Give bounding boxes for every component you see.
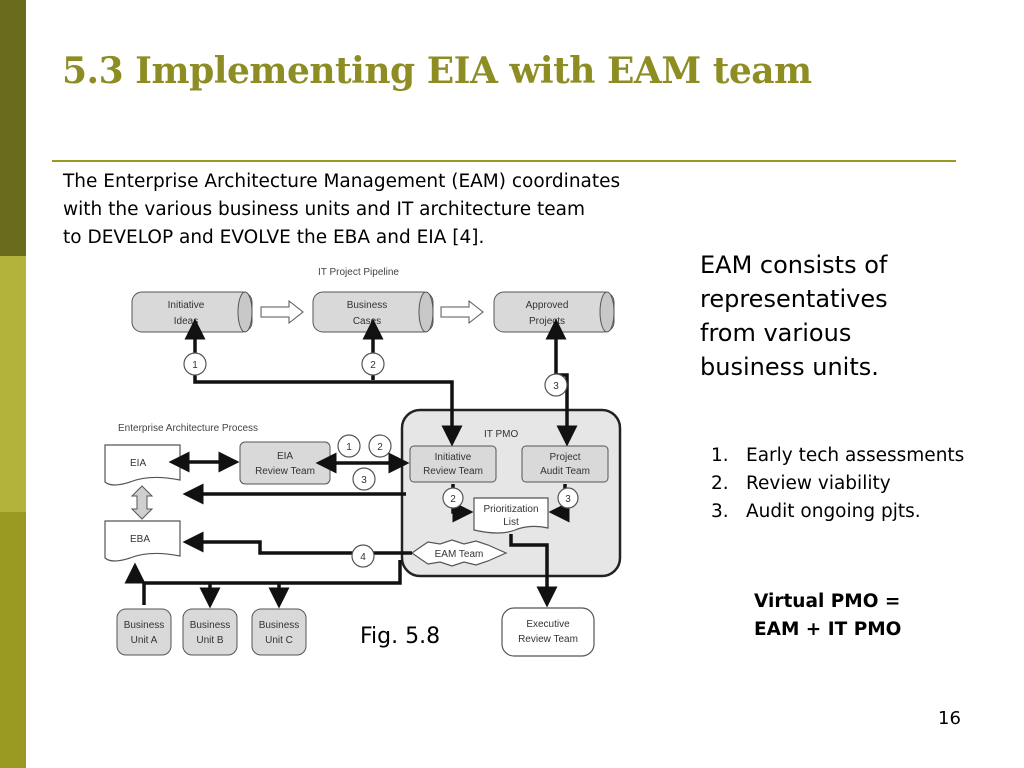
initiative-review-line: Review Team xyxy=(423,466,483,477)
sidebar-band-top xyxy=(0,0,26,256)
sidebar-band-bottom xyxy=(0,512,26,768)
pipeline-business-line: Business xyxy=(347,300,388,311)
itpmo-title: IT PMO xyxy=(484,429,518,440)
slide-title: 5.3 Implementing EIA with EAM team xyxy=(62,50,812,92)
list-item-number: 2. xyxy=(711,473,729,494)
eam-description-line: from various xyxy=(700,319,852,347)
business-unit-a-line: Unit A xyxy=(131,635,158,646)
business-unit-b-line: Business xyxy=(190,620,231,631)
initiative-review-line: Initiative xyxy=(435,452,472,463)
marker-1-review: 1 xyxy=(337,434,361,458)
eam-description: EAM consists of representatives from var… xyxy=(700,248,940,384)
eia-eba-exchange-arrow xyxy=(130,485,154,520)
pipeline-business-line: Cases xyxy=(353,316,381,327)
pipeline-approved-line: Approved xyxy=(526,300,569,311)
eam-team-burst xyxy=(410,539,508,567)
pipeline-business-cases: Business Cases xyxy=(312,291,434,333)
pipeline-approved-projects: Approved Projects xyxy=(493,291,615,333)
marker-2-priority: 2 xyxy=(442,487,464,509)
marker-3-priority: 3 xyxy=(557,487,579,509)
executive-review-line: Executive xyxy=(526,619,570,630)
virtual-pmo-line: Virtual PMO = xyxy=(754,591,901,612)
eam-team-label: EAM Team xyxy=(435,549,484,560)
list-item: 2. Review viability xyxy=(711,470,964,498)
title-divider xyxy=(52,160,956,162)
eam-description-line: EAM consists of xyxy=(700,251,888,279)
virtual-pmo-note: Virtual PMO = EAM + IT PMO xyxy=(754,588,901,644)
pipeline-initiative-ideas: Initiative Ideas xyxy=(131,291,253,333)
eba-document xyxy=(104,520,181,562)
eia-review-team-box xyxy=(239,441,331,485)
prioritization-line: List xyxy=(503,517,519,528)
business-unit-c-line: Business xyxy=(259,620,300,631)
list-item-text: Early tech assessments xyxy=(746,445,965,466)
virtual-pmo-line: EAM + IT PMO xyxy=(754,619,902,640)
list-item-text: Audit ongoing pjts. xyxy=(746,501,921,522)
connector-eam-to-eba xyxy=(182,531,412,555)
list-item: 3. Audit ongoing pjts. xyxy=(711,498,964,526)
pipeline-initiative-line: Initiative xyxy=(168,300,205,311)
marker-3-label: 3 xyxy=(553,381,559,392)
executive-review-line: Review Team xyxy=(518,634,578,645)
marker-2-priority-label: 2 xyxy=(450,494,456,505)
marker-2-business: 2 xyxy=(361,352,385,376)
marker-3-review-label: 3 xyxy=(361,475,367,486)
ea-process-title: Enterprise Architecture Process xyxy=(118,423,258,434)
prioritization-line: Prioritization xyxy=(483,504,538,515)
sidebar-decoration xyxy=(0,0,26,768)
prioritization-list-document xyxy=(473,497,549,534)
intro-text: The Enterprise Architecture Management (… xyxy=(63,168,763,252)
eam-description-line: representatives xyxy=(700,285,888,313)
list-item-number: 3. xyxy=(711,501,729,522)
business-unit-b-line: Unit B xyxy=(196,635,224,646)
figure-caption: Fig. 5.8 xyxy=(360,624,441,649)
intro-line: The Enterprise Architecture Management (… xyxy=(63,171,621,192)
intro-line: with the various business units and IT a… xyxy=(63,199,585,220)
marker-2-review-label: 2 xyxy=(377,442,383,453)
eba-document-label: EBA xyxy=(130,534,150,545)
marker-4-label: 4 xyxy=(360,552,366,563)
pipeline-approved-line: Projects xyxy=(529,316,565,327)
marker-1-review-label: 1 xyxy=(346,442,352,453)
project-audit-line: Project xyxy=(549,452,580,463)
marker-3-priority-label: 3 xyxy=(565,494,571,505)
eia-review-line: EIA xyxy=(277,451,293,462)
eam-description-line: business units. xyxy=(700,353,879,381)
business-unit-c-line: Unit C xyxy=(265,635,293,646)
marker-3-approved: 3 xyxy=(544,373,568,397)
list-item: 1. Early tech assessments xyxy=(711,442,964,470)
marker-2-label: 2 xyxy=(370,360,376,371)
business-unit-b: Business Unit B xyxy=(182,608,238,656)
pipeline-initiative-line: Ideas xyxy=(174,316,198,327)
business-unit-a: Business Unit A xyxy=(116,608,172,656)
business-unit-a-line: Business xyxy=(124,620,165,631)
eia-document-label: EIA xyxy=(130,458,146,469)
pipeline-arrow-2 xyxy=(440,299,484,325)
eia-document xyxy=(104,444,181,486)
marker-4-eam: 4 xyxy=(351,544,375,568)
pipeline-arrow-1 xyxy=(260,299,304,325)
executive-review-team-box xyxy=(501,607,595,657)
list-item-text: Review viability xyxy=(746,473,891,494)
list-item-number: 1. xyxy=(711,445,729,466)
marker-3-review: 3 xyxy=(352,467,376,491)
marker-1-label: 1 xyxy=(192,360,198,371)
eia-review-line: Review Team xyxy=(255,466,315,477)
connector-priority-to-executive xyxy=(509,534,558,608)
intro-line: to DEVELOP and EVOLVE the EBA and EIA [4… xyxy=(63,227,485,248)
pipeline-title: IT Project Pipeline xyxy=(318,267,399,278)
business-unit-c: Business Unit C xyxy=(251,608,307,656)
connector-business-units-bus xyxy=(142,560,402,605)
page-number: 16 xyxy=(938,708,961,729)
project-audit-line: Audit Team xyxy=(540,466,590,477)
sidebar-band-middle xyxy=(0,256,26,512)
numbered-list: 1. Early tech assessments 2. Review viabil… xyxy=(711,442,964,526)
marker-1-initiative: 1 xyxy=(183,352,207,376)
marker-2-review: 2 xyxy=(368,434,392,458)
